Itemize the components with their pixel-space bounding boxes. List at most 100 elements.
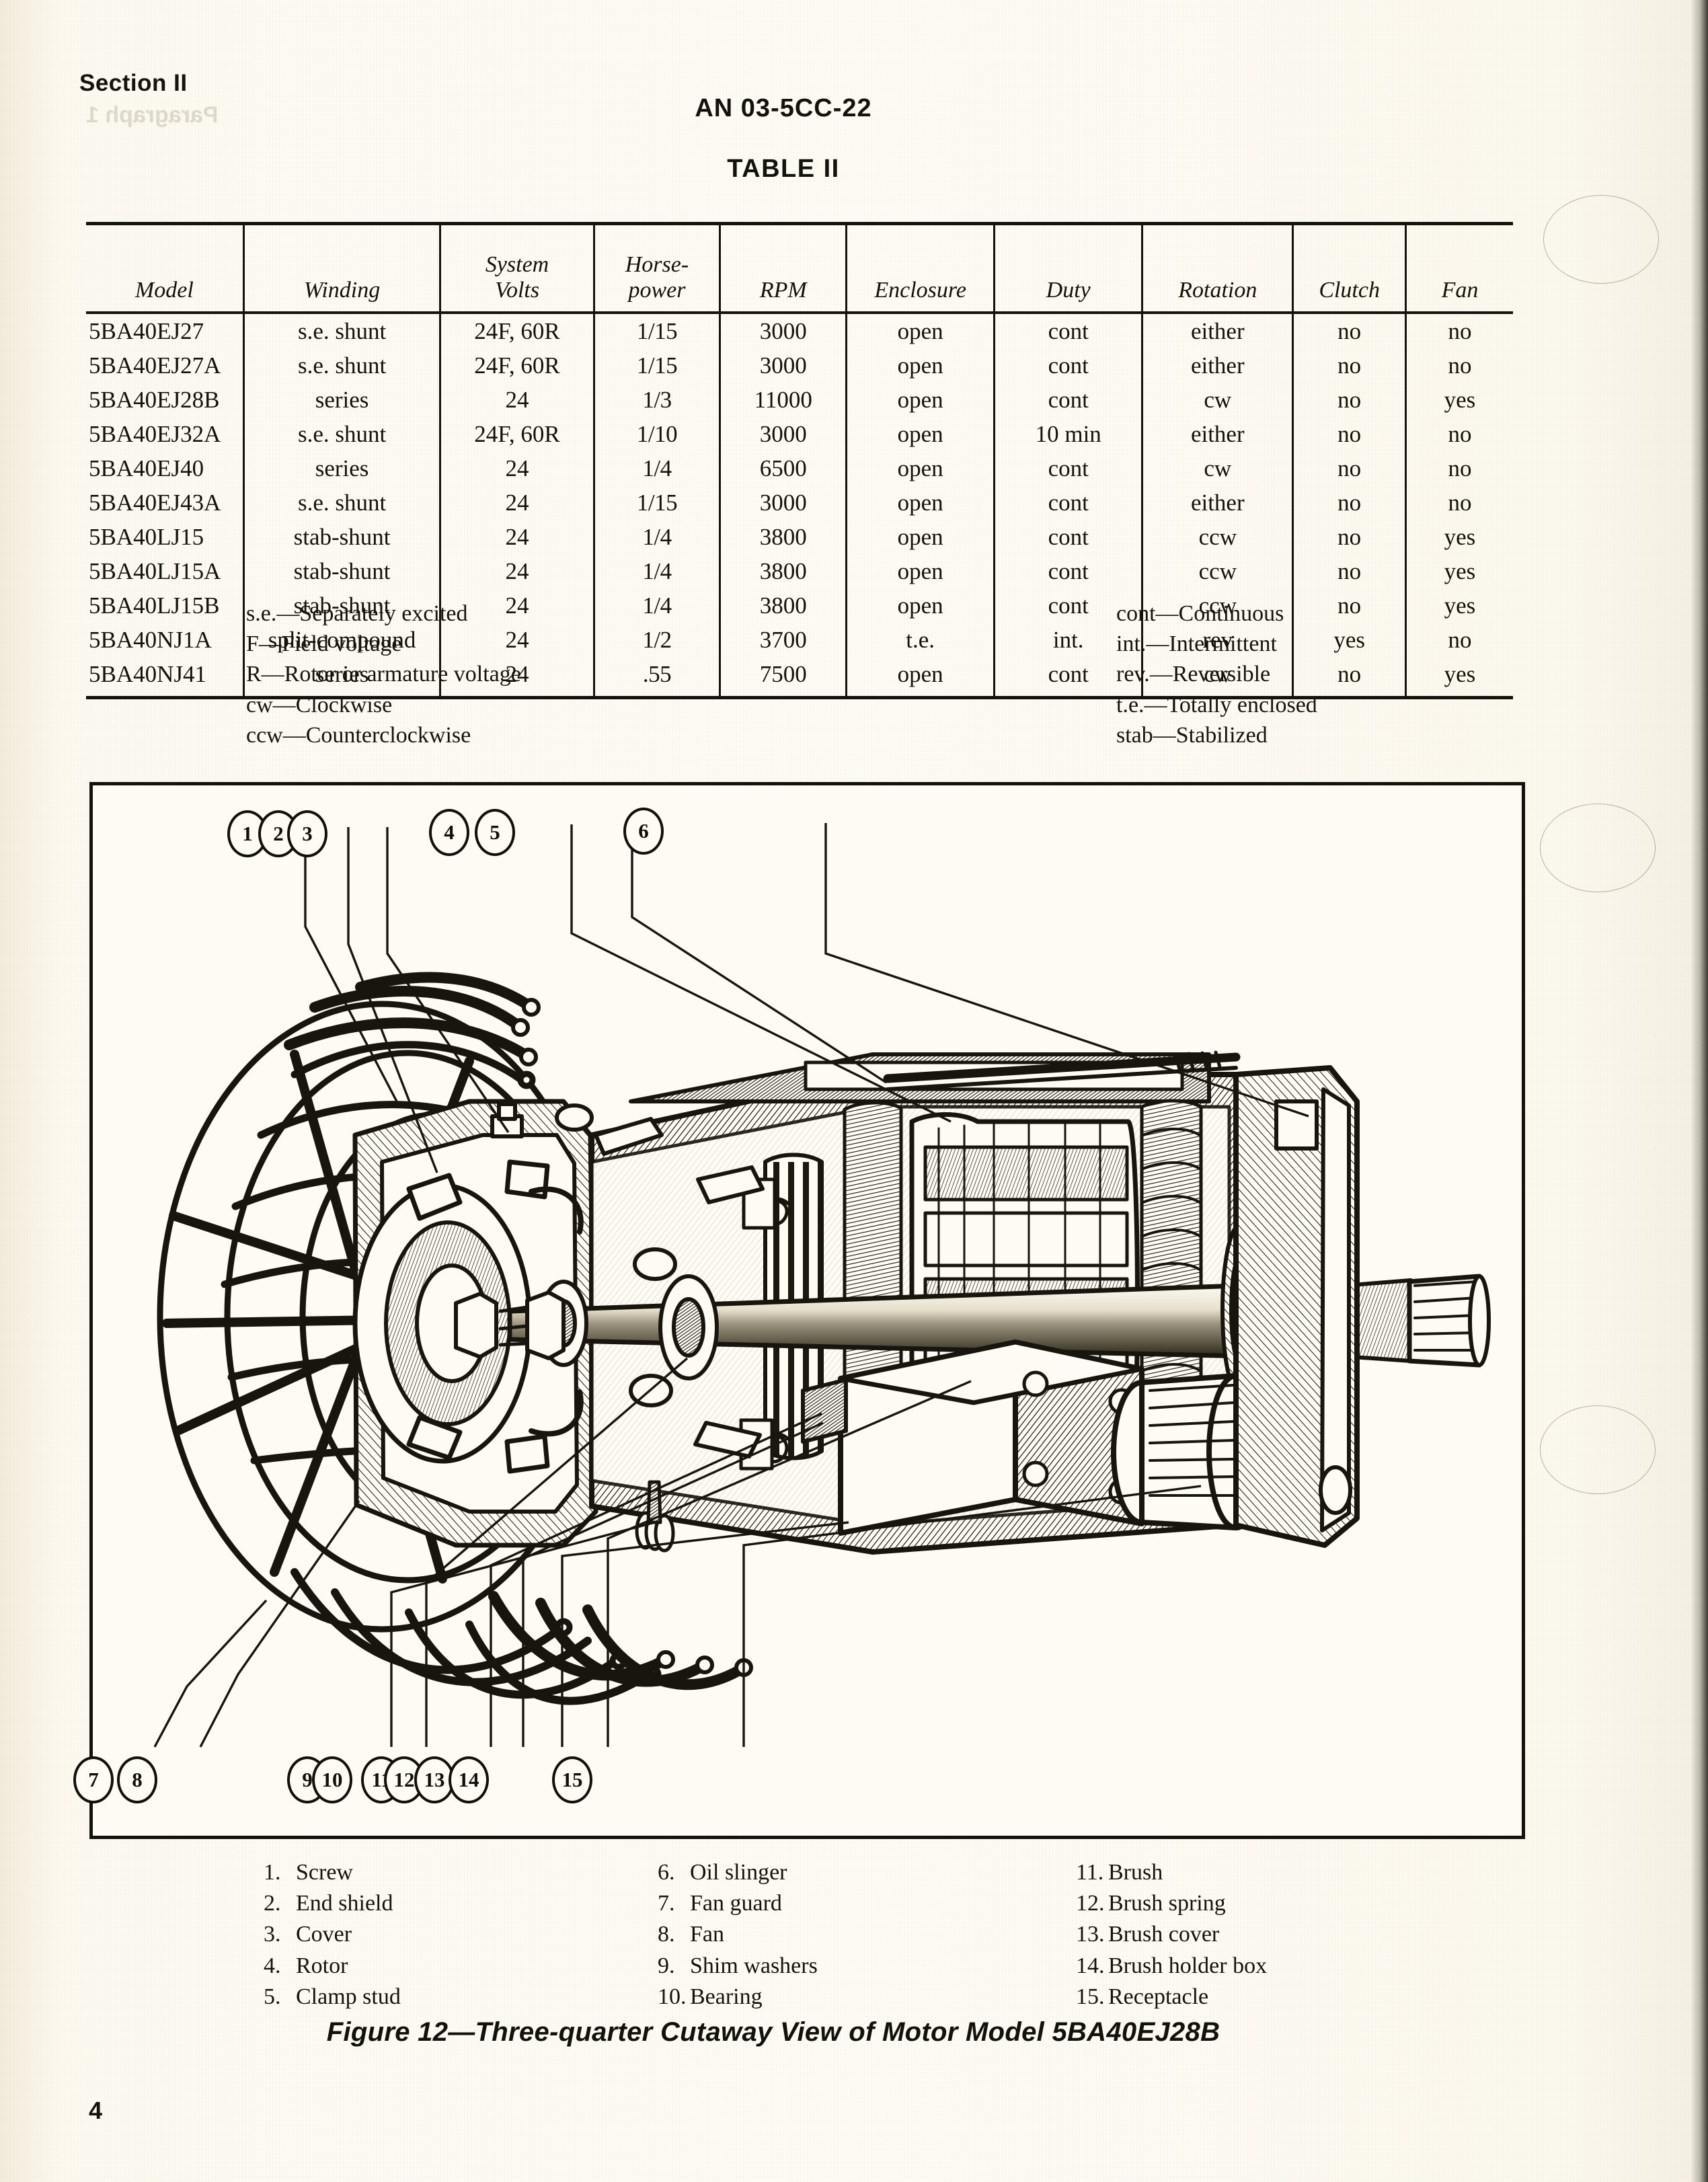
clutch-cell: no <box>1292 520 1406 554</box>
rpm-cell: 3800 <box>719 554 847 588</box>
column-header-rotation: Rotation <box>1141 222 1293 314</box>
model-cell: 5BA40EJ28B <box>89 387 220 413</box>
parts-list-label: Screw <box>296 1860 353 1885</box>
horsepower-cell: 1/3 <box>592 383 720 417</box>
duty-cell: 10 min <box>993 417 1142 451</box>
clutch-cell: no <box>1292 313 1406 348</box>
model-cell: 5BA40NJ41 <box>86 657 244 699</box>
fan-cell: no <box>1404 485 1513 520</box>
parts-list-item: 4.Rotor <box>264 1951 401 1982</box>
parts-list-number: 6. <box>658 1860 675 1885</box>
horsepower-cell: 1/15 <box>592 348 720 383</box>
callout-marker-4: 4 <box>429 809 469 856</box>
parts-list-label: Brush holder box <box>1108 1953 1268 1978</box>
section-label: Section II <box>79 70 188 96</box>
parts-list-number: 9. <box>658 1953 675 1978</box>
enclosure-cell: open <box>845 520 995 554</box>
enclosure-cell: open <box>845 657 995 699</box>
system-volts-cell: 24 <box>439 485 594 520</box>
parts-list-label: Rotor <box>296 1953 348 1978</box>
fan-cell: yes <box>1404 383 1513 417</box>
duty-cell: cont <box>993 313 1142 348</box>
horsepower-cell: 1/2 <box>592 623 720 657</box>
parts-list-item: 11.Brush <box>1076 1857 1267 1888</box>
system-volts-cell: 24 <box>439 383 594 417</box>
parts-list-label: Clamp stud <box>296 1984 401 2009</box>
duty-cell: cont <box>993 588 1142 623</box>
parts-list-item: 7.Fan guard <box>658 1888 818 1919</box>
parts-list-label: Fan <box>690 1922 724 1947</box>
figure-caption: Figure 12—Three-quarter Cutaway View of … <box>326 2017 1220 2047</box>
parts-list-number: 13. <box>1076 1922 1105 1947</box>
horsepower-cell: 1/4 <box>592 451 720 485</box>
horsepower-cell: 1/4 <box>592 520 720 554</box>
motor-cutaway-drawing <box>153 823 1491 1748</box>
rotation-cell: cw <box>1141 451 1293 485</box>
parts-list-number: 8. <box>658 1922 675 1947</box>
duty-cell: cont <box>993 657 1142 699</box>
legend-item-left: s.e.—Separately excited <box>246 601 468 626</box>
column-header-model: Model <box>86 222 244 314</box>
model-cell: 5BA40NJ1A <box>89 627 212 653</box>
fan-cell: no <box>1404 313 1513 348</box>
parts-list-label: End shield <box>296 1891 393 1916</box>
rpm-cell: 3800 <box>719 588 847 623</box>
rotation-cell: either <box>1141 417 1293 451</box>
fan-cell: no <box>1404 348 1513 383</box>
duty-cell: cont <box>993 485 1142 520</box>
column-header-enclosure: Enclosure <box>845 222 995 314</box>
winding-cell: stab-shunt <box>242 520 440 554</box>
rotation-cell: ccw <box>1141 588 1293 623</box>
fan-cell: no <box>1404 451 1513 485</box>
horsepower-cell: .55 <box>592 657 720 699</box>
column-header-fan: Fan <box>1404 222 1513 314</box>
model-cell: 5BA40LJ15 <box>89 524 204 550</box>
system-volts-cell: 24F, 60R <box>439 417 594 451</box>
rotation-cell: ccw <box>1141 520 1293 554</box>
legend-item-right: cont—Continuous <box>1116 601 1284 626</box>
winding-cell: stab-shunt <box>242 554 440 588</box>
callout-marker-14: 14 <box>449 1756 489 1803</box>
model-cell: 5BA40EJ27 <box>89 318 204 344</box>
model-cell: 5BA40LJ15B <box>89 592 220 619</box>
horsepower-cell: 1/15 <box>592 313 720 348</box>
fan-cell: no <box>1404 417 1513 451</box>
enclosure-cell: t.e. <box>845 623 995 657</box>
system-volts-cell: 24F, 60R <box>439 348 594 383</box>
rpm-cell: 3000 <box>719 485 847 520</box>
parts-list-item: 13.Brush cover <box>1076 1919 1267 1950</box>
parts-list-number: 5. <box>264 1984 281 2009</box>
parts-list-label: Receptacle <box>1108 1984 1209 2009</box>
winding-cell: series <box>242 657 440 699</box>
winding-cell: stab-shunt <box>242 588 440 623</box>
clutch-cell: yes <box>1292 623 1406 657</box>
winding-cell: s.e. shunt <box>242 417 440 451</box>
parts-list-number: 15. <box>1076 1984 1105 2009</box>
fan-cell: yes <box>1404 520 1513 554</box>
rotation-cell: either <box>1141 313 1293 348</box>
system-volts-cell: 24 <box>439 451 594 485</box>
clutch-cell: no <box>1292 451 1406 485</box>
model-cell: 5BA40EJ27A <box>89 352 221 379</box>
parts-list-item: 9.Shim washers <box>658 1951 818 1982</box>
enclosure-cell: open <box>845 554 995 588</box>
duty-cell: int. <box>993 623 1142 657</box>
column-header-winding: Winding <box>242 222 440 314</box>
parts-list-number: 14. <box>1076 1953 1105 1978</box>
duty-cell: cont <box>993 348 1142 383</box>
column-header-rpm: RPM <box>719 222 847 314</box>
duty-cell: cont <box>993 554 1142 588</box>
parts-list-item: 3.Cover <box>264 1919 401 1950</box>
horsepower-cell: 1/15 <box>592 485 720 520</box>
callout-marker-6: 6 <box>623 808 664 855</box>
horsepower-cell: 1/10 <box>592 417 720 451</box>
rpm-cell: 3800 <box>719 520 847 554</box>
